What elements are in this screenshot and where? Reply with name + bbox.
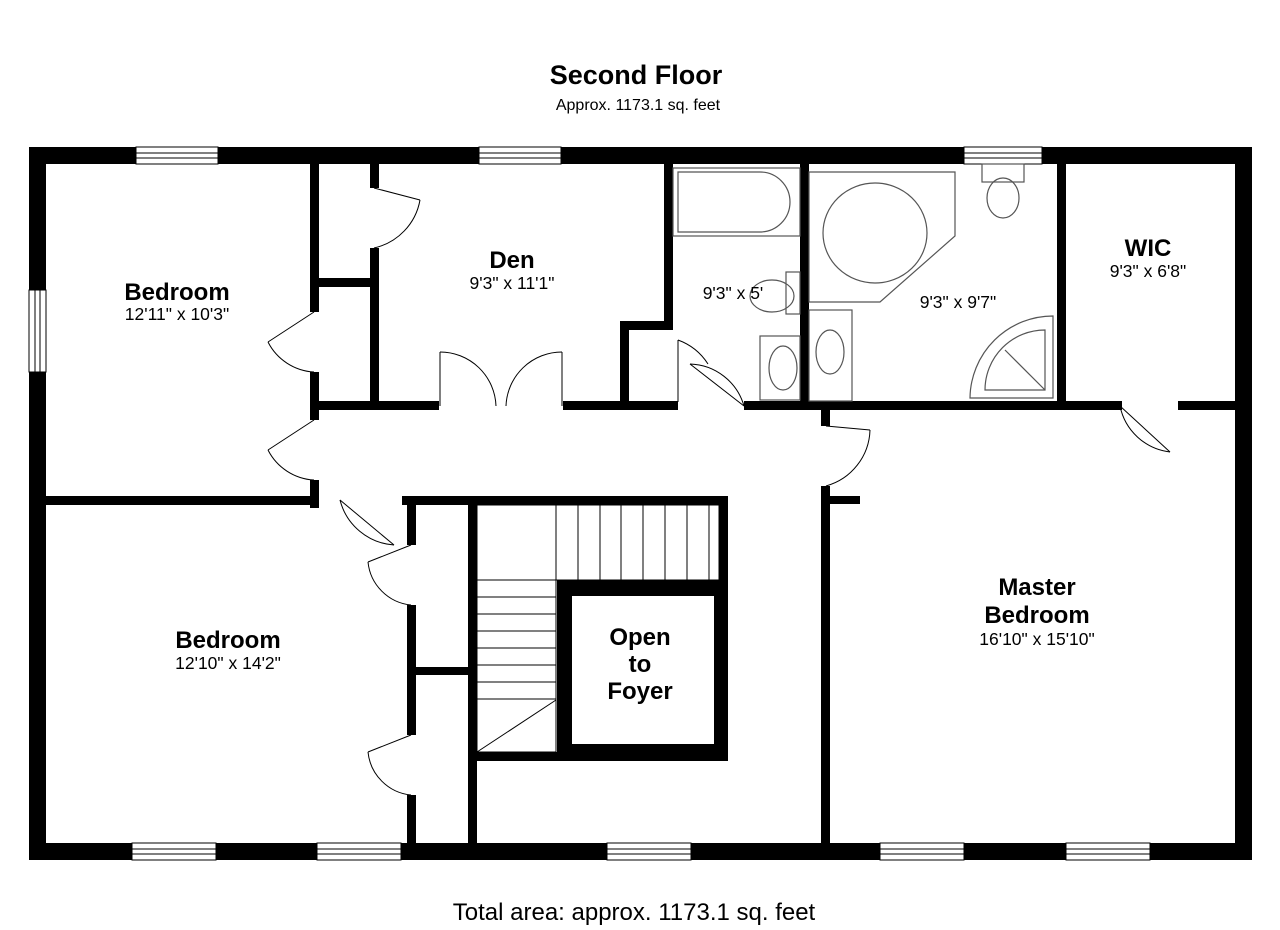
room-labels: Bedroom 12'11" x 10'3" Den 9'3" x 11'1" … bbox=[124, 235, 1186, 705]
room-name-wic: WIC bbox=[1125, 235, 1172, 262]
open-to-foyer bbox=[559, 584, 726, 756]
toilet-icon bbox=[749, 271, 801, 315]
room-dims-bath: 9'3" x 5' bbox=[703, 283, 764, 303]
bath-fixtures bbox=[672, 163, 1054, 402]
door-closet-den bbox=[373, 187, 421, 249]
total-area: Total area: approx. 1173.1 sq. feet bbox=[453, 899, 816, 926]
bathtub-icon bbox=[672, 167, 801, 237]
room-name-bedroom-nw: Bedroom bbox=[124, 279, 229, 306]
sink-icon bbox=[759, 335, 801, 401]
window-bottom-4 bbox=[879, 842, 965, 861]
room-open-to-foyer-1: Open bbox=[609, 624, 670, 651]
window-top-1 bbox=[135, 146, 219, 165]
room-dims-master-bath: 9'3" x 9'7" bbox=[920, 292, 997, 312]
room-dims-bedroom-nw: 12'11" x 10'3" bbox=[125, 304, 229, 324]
stairs bbox=[476, 504, 720, 753]
room-dims-wic: 9'3" x 6'8" bbox=[1110, 261, 1187, 281]
door-bedroom-sw bbox=[339, 499, 395, 546]
window-top-3 bbox=[963, 146, 1043, 165]
room-dims-bedroom-sw: 12'10" x 14'2" bbox=[175, 653, 281, 673]
window-bottom-5 bbox=[1065, 842, 1151, 861]
room-name-master-2: Bedroom bbox=[984, 602, 1089, 629]
room-name-bedroom-sw: Bedroom bbox=[175, 627, 280, 654]
window-top-2 bbox=[478, 146, 562, 165]
door-hall-closet-1 bbox=[367, 544, 412, 606]
room-name-den: Den bbox=[489, 247, 534, 274]
door-bedroom-nw-hall bbox=[267, 419, 315, 481]
double-sink-icon bbox=[808, 309, 853, 402]
window-bottom-1 bbox=[131, 842, 217, 861]
room-dims-master: 16'10" x 15'10" bbox=[979, 629, 1094, 649]
door-den-right bbox=[505, 351, 563, 407]
interior-walls bbox=[46, 164, 1235, 843]
window-left bbox=[28, 289, 47, 373]
door-den-left bbox=[439, 351, 497, 407]
room-open-to-foyer-2: to bbox=[629, 651, 652, 678]
master-toilet-icon bbox=[981, 163, 1025, 219]
room-open-to-foyer-3: Foyer bbox=[607, 678, 672, 705]
doors bbox=[267, 187, 1171, 796]
door-wic bbox=[1119, 405, 1171, 453]
door-bath bbox=[689, 363, 745, 407]
door-bedroom-nw bbox=[267, 311, 315, 373]
window-bottom-3 bbox=[606, 842, 692, 861]
shower-icon bbox=[969, 315, 1054, 399]
room-dims-den: 9'3" x 11'1" bbox=[470, 273, 555, 293]
plan-title: Second Floor bbox=[550, 60, 723, 90]
door-master bbox=[825, 425, 871, 487]
room-name-master-1: Master bbox=[998, 574, 1075, 601]
plan-subtitle: Approx. 1173.1 sq. feet bbox=[556, 97, 721, 114]
soaking-tub-icon bbox=[808, 171, 956, 303]
door-closet-small bbox=[677, 339, 709, 402]
window-bottom-2 bbox=[316, 842, 402, 861]
windows bbox=[28, 146, 1151, 861]
door-hall-closet-2 bbox=[367, 734, 412, 796]
